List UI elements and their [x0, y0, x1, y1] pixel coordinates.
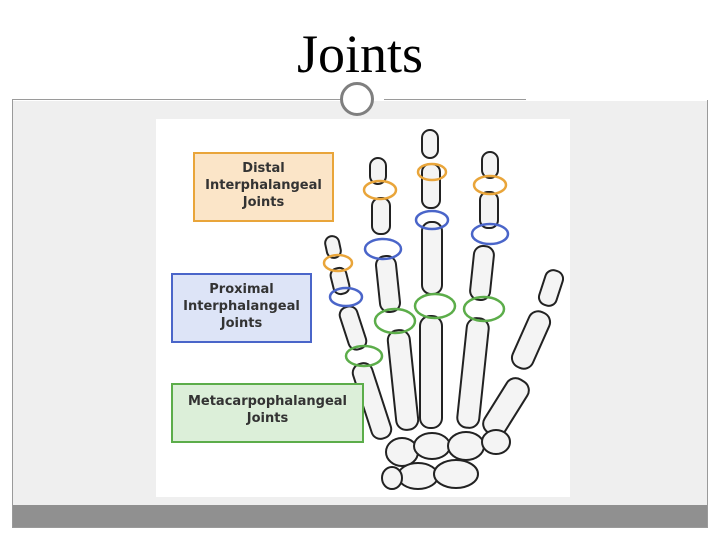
carpal-bone: [397, 462, 439, 490]
ring-middle-phalanx: [479, 191, 499, 229]
divider-circle-ornament: [340, 82, 374, 116]
label-line: Metacarpophalangeal: [187, 394, 348, 409]
distal-joint-rings: [322, 162, 508, 273]
metacarpophalangeal-joint-rings: [344, 292, 506, 368]
label-line: Interphalangeal: [183, 299, 300, 314]
distal-interphalangeal-label: Distal Interphalangeal Joints: [193, 152, 334, 222]
label-line: Joints: [246, 411, 289, 426]
label-line: Distal: [242, 161, 285, 176]
index-dip-ring: [362, 179, 398, 201]
thumb-distal-phalanx: [537, 269, 565, 307]
ring-mcp-ring: [462, 295, 506, 323]
middle-distal-phalanx: [421, 129, 439, 159]
finger-bones: [324, 129, 565, 490]
proximal-joint-rings: [328, 209, 510, 308]
index-metacarpal: [386, 329, 420, 431]
thumb-metacarpal: [482, 377, 530, 437]
ring-pip-ring: [470, 222, 510, 246]
index-middle-phalanx: [371, 197, 391, 235]
little-proximal-phalanx: [338, 305, 368, 351]
metacarpophalangeal-label: Metacarpophalangeal Joints: [171, 383, 364, 443]
proximal-interphalangeal-label: Proximal Interphalangeal Joints: [171, 273, 312, 343]
index-mcp-ring: [373, 307, 417, 335]
carpal-bone: [381, 466, 403, 490]
middle-middle-phalanx: [421, 163, 441, 209]
slide-footer-bar: [13, 505, 707, 527]
label-line: Proximal: [209, 282, 274, 297]
carpal-bone: [433, 459, 479, 489]
label-line: Joints: [220, 316, 263, 331]
thumb-proximal-phalanx: [510, 310, 552, 370]
ring-proximal-phalanx: [469, 244, 495, 302]
little-dip-ring: [322, 253, 354, 273]
ring-metacarpal: [456, 317, 490, 429]
slide-title: Joints: [296, 24, 424, 84]
label-line: Joints: [242, 195, 285, 210]
middle-dip-ring: [416, 162, 448, 182]
ring-distal-phalanx: [481, 151, 499, 179]
carpal-bone: [447, 431, 485, 461]
middle-metacarpal: [419, 315, 443, 429]
index-proximal-phalanx: [375, 254, 401, 314]
title-divider-left: [12, 99, 342, 100]
carpal-bone: [385, 437, 419, 467]
title-divider-right: [384, 99, 526, 100]
little-mcp-ring: [344, 344, 384, 368]
middle-pip-ring: [414, 209, 450, 231]
carpal-bone: [413, 432, 451, 460]
carpal-bone: [481, 429, 511, 455]
middle-mcp-ring: [413, 292, 457, 320]
index-distal-phalanx: [369, 157, 387, 185]
little-distal-phalanx: [324, 235, 342, 259]
label-line: Interphalangeal: [205, 178, 322, 193]
little-pip-ring: [328, 286, 364, 308]
index-pip-ring: [363, 237, 403, 261]
hand-skeleton-illustration: [322, 129, 565, 490]
middle-proximal-phalanx: [421, 221, 443, 295]
ring-dip-ring: [472, 174, 508, 196]
